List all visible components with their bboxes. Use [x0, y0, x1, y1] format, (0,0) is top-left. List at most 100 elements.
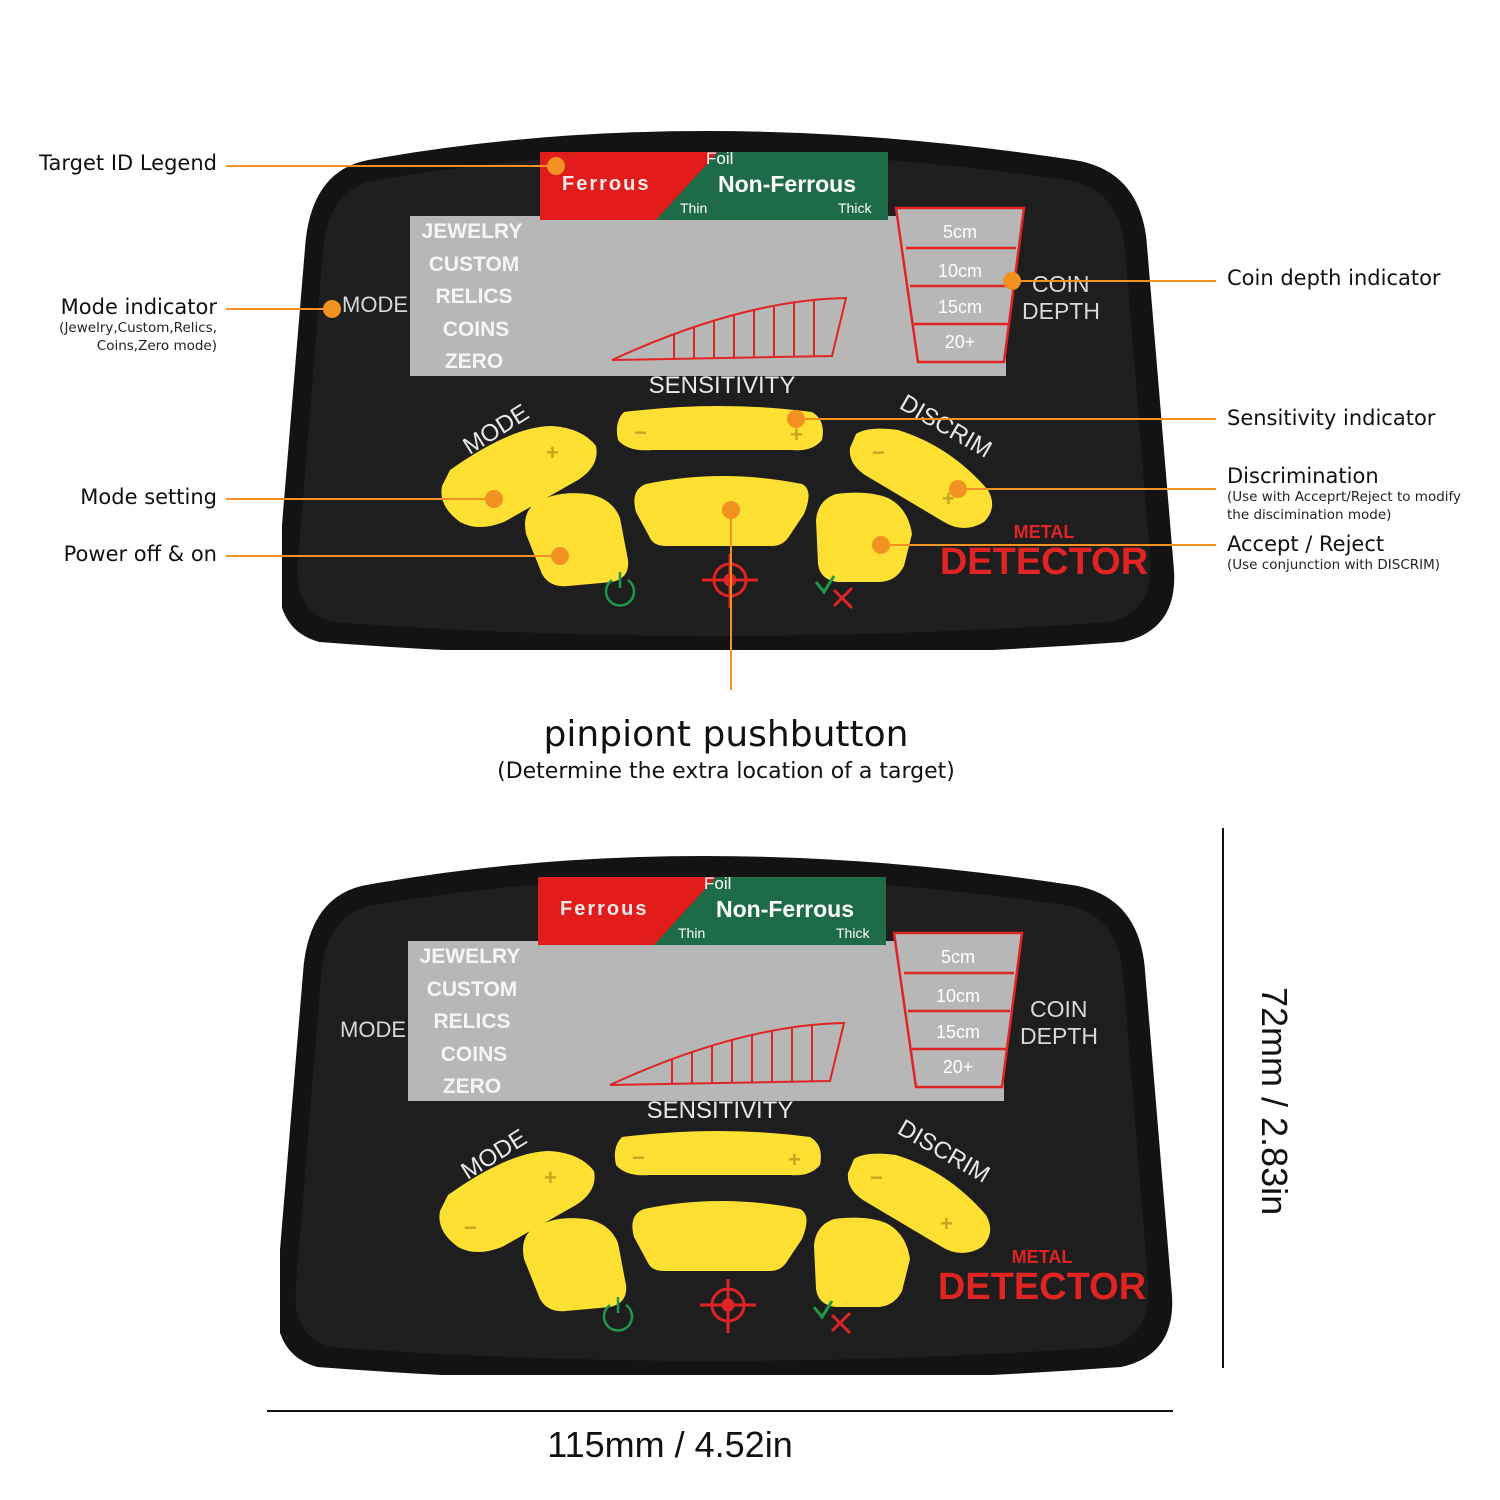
power-icon [604, 572, 636, 607]
leader-coin-depth [1012, 280, 1216, 282]
callout-pinpoint-sub: (Determine the extra location of a targe… [497, 759, 955, 784]
target-id-legend: Ferrous Foil Non-Ferrous Thin Thick [540, 149, 888, 220]
pinpoint-button[interactable] [632, 1201, 807, 1271]
depth-label: DEPTH [1022, 298, 1100, 324]
legend-foil: Foil [704, 874, 731, 893]
callout-mode-setting-text: Mode setting [80, 485, 217, 509]
sensitivity-plus-icon: + [790, 422, 803, 447]
detector-control-box-top: Ferrous Foil Non-Ferrous Thin Thick JEWE… [277, 130, 1182, 657]
target-id-legend: Ferrous Foil Non-Ferrous Thin Thick [538, 874, 886, 945]
depth-15cm: 15cm [938, 297, 982, 317]
depth-10cm: 10cm [936, 986, 980, 1006]
accept-reject-icon [814, 575, 854, 610]
sensitivity-label: SENSITIVITY [647, 1097, 794, 1124]
callout-sensitivity: Sensitivity indicator [1227, 406, 1435, 430]
depth-20plus: 20+ [943, 1057, 974, 1077]
leader-pinpoint [730, 510, 732, 690]
mode-plus-icon: + [544, 1165, 557, 1190]
power-button[interactable] [525, 493, 629, 587]
legend-ferrous: Ferrous [560, 898, 648, 920]
mode-plus-icon: + [546, 440, 559, 465]
callout-target-id-text: Target ID Legend [39, 151, 217, 175]
discrim-minus-icon: − [872, 440, 885, 465]
sensitivity-minus-icon: − [632, 1145, 645, 1170]
accept-reject-button[interactable] [814, 1217, 910, 1307]
legend-foil: Foil [706, 149, 733, 168]
mode-side-label: MODE [342, 292, 408, 317]
legend-non-ferrous: Non-Ferrous [718, 171, 856, 197]
legend-thin: Thin [680, 200, 707, 216]
callout-mode-setting: Mode setting [80, 485, 217, 509]
depth-10cm: 10cm [938, 261, 982, 281]
accept-reject-button[interactable] [816, 492, 912, 582]
coin-label: COIN [1032, 271, 1090, 297]
lcd-mode-jewelry: JEWELRY [422, 220, 523, 243]
leader-sensitivity [796, 418, 1216, 420]
sensitivity-label: SENSITIVITY [649, 372, 796, 399]
sensitivity-minus-icon: − [634, 420, 647, 445]
callout-discrimination-sub1: (Use with Acceprt/Reject to modify [1227, 489, 1462, 505]
lcd-mode-zero: ZERO [445, 350, 503, 373]
callout-power-text: Power off & on [63, 542, 217, 566]
depth-5cm: 5cm [941, 947, 975, 967]
anchor-target-id [547, 157, 565, 175]
discrim-plus-icon: + [940, 1211, 953, 1236]
discrim-rocker[interactable] [847, 1153, 991, 1253]
callout-pinpoint-text: pinpiont pushbutton [543, 714, 909, 755]
brand-detector: DETECTOR [938, 1266, 1146, 1308]
lcd-mode-custom: CUSTOM [427, 978, 518, 1001]
lcd-mode-relics: RELICS [435, 285, 512, 308]
callout-sensitivity-text: Sensitivity indicator [1227, 406, 1436, 430]
lcd-mode-coins: COINS [441, 1043, 508, 1066]
leader-target-id [226, 165, 556, 167]
detector-control-box-bottom: Ferrous Foil Non-Ferrous Thin Thick JEWE… [275, 855, 1180, 1382]
anchor-mode-setting [485, 490, 503, 508]
height-dimension-line [1222, 828, 1224, 1368]
callout-pinpoint: pinpiont pushbutton (Determine the extra… [426, 714, 1026, 784]
brand-metal: METAL [1014, 522, 1075, 542]
leader-discrimination [958, 488, 1216, 490]
leader-power [226, 555, 560, 557]
callout-mode-indicator-sub1: (Jewelry,Custom,Relics, [59, 320, 217, 336]
callout-accept-reject-sub: (Use conjunction with DISCRIM) [1227, 557, 1441, 573]
sensitivity-bar-graph [611, 296, 848, 361]
pinpoint-button[interactable] [634, 476, 809, 546]
callout-coin-depth: Coin depth indicator [1227, 266, 1441, 290]
callout-target-id: Target ID Legend [39, 151, 217, 175]
coin-label: COIN [1030, 996, 1088, 1022]
discrim-rocker[interactable] [849, 428, 993, 528]
mode-side-label: MODE [340, 1017, 406, 1042]
callout-discrimination-text: Discrimination [1227, 464, 1379, 488]
callout-mode-indicator-text: Mode indicator [60, 295, 217, 319]
power-button[interactable] [523, 1218, 627, 1312]
depth-20plus: 20+ [945, 332, 976, 352]
discrim-minus-icon: − [870, 1165, 883, 1190]
sensitivity-rocker[interactable] [616, 406, 823, 451]
legend-thin: Thin [678, 925, 705, 941]
callout-discrimination: Discrimination (Use with Acceprt/Reject … [1227, 464, 1461, 524]
leader-mode-setting [226, 498, 494, 500]
depth-label: DEPTH [1020, 1023, 1098, 1049]
mode-rocker[interactable] [441, 426, 597, 527]
callout-accept-reject-text: Accept / Reject [1227, 532, 1385, 556]
sensitivity-rocker[interactable] [614, 1131, 821, 1176]
callout-accept-reject: Accept / Reject (Use conjunction with DI… [1227, 532, 1440, 574]
callout-power: Power off & on [64, 542, 217, 566]
mode-minus-icon: − [464, 1215, 477, 1240]
lcd-mode-zero: ZERO [443, 1075, 501, 1098]
accept-reject-icon [812, 1300, 852, 1335]
callout-mode-indicator-sub2: Coins,Zero mode) [96, 338, 217, 354]
callout-mode-indicator: Mode indicator (Jewelry,Custom,Relics, C… [59, 295, 217, 355]
anchor-power [551, 547, 569, 565]
leader-mode-indicator [226, 308, 332, 310]
depth-5cm: 5cm [943, 222, 977, 242]
mode-rocker[interactable] [439, 1151, 595, 1252]
lcd-mode-jewelry: JEWELRY [420, 945, 521, 968]
lcd-mode-coins: COINS [443, 318, 510, 341]
sensitivity-bar-graph [609, 1021, 846, 1086]
legend-non-ferrous: Non-Ferrous [716, 896, 854, 922]
brand-detector: DETECTOR [940, 541, 1148, 583]
depth-15cm: 15cm [936, 1022, 980, 1042]
lcd-mode-custom: CUSTOM [429, 253, 520, 276]
anchor-mode-indicator [323, 300, 341, 318]
